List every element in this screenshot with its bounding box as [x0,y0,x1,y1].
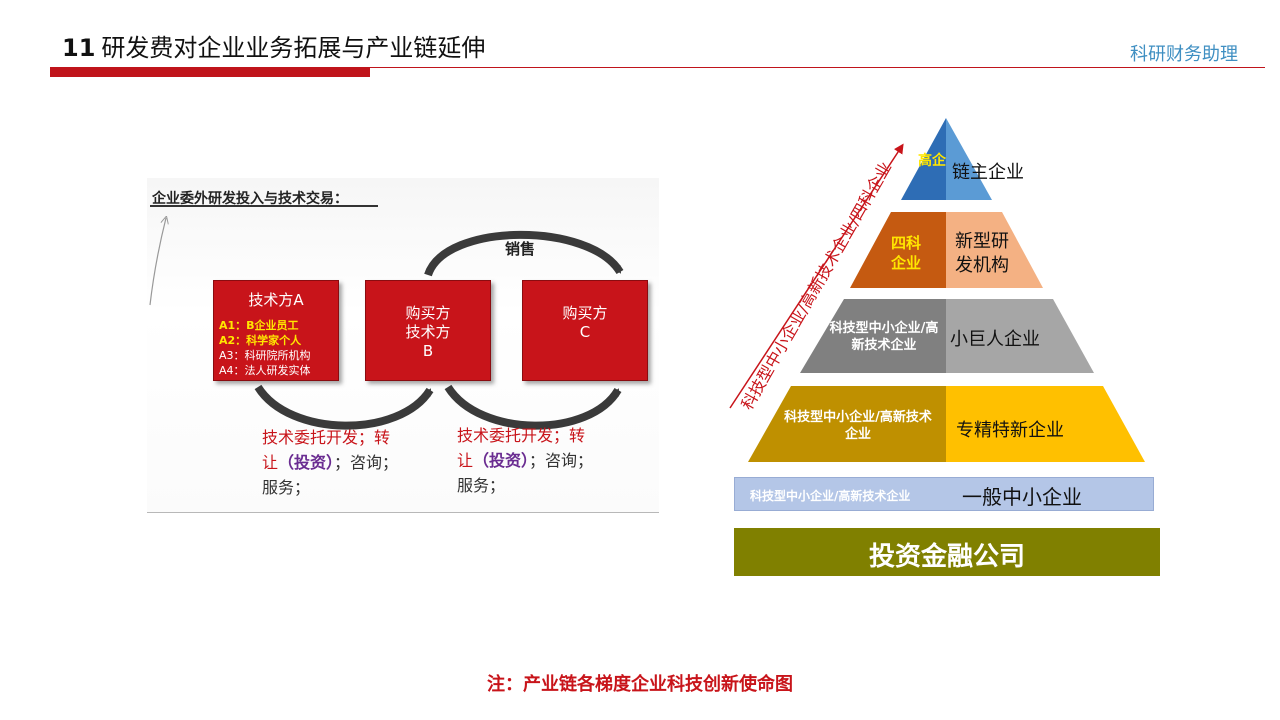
flow-line: 服务； [262,478,311,497]
buyer-c-line: 购买方 [562,304,608,322]
buyer-b-box: 购买方 技术方 B [365,280,491,381]
flow-line: 服务； [457,476,506,495]
base-tier-left-label: 科技型中小企业/高新技术企业 [750,489,911,503]
flow-line: 技术委托开发；转 [457,426,586,445]
tier-2-right-label: 新型研发机构 [955,231,1009,276]
technology-provider-title: 技术方A [248,291,304,309]
flow-fragment: ；咨询； [529,451,594,470]
header-accent-bar [50,67,370,77]
flow-fragment: 让 [457,451,474,470]
buyer-c-line: C [579,323,591,341]
tier-1-right-label: 链主企业 [952,162,1024,183]
flow-investment-fragment: （投资） [473,451,530,470]
provider-item: A1：B企业员工 [219,319,299,332]
investment-finance-label: 投资金融公司 [868,542,1025,572]
pyramid-base-tier [734,477,1154,511]
slide-title-text: 研发费对企业业务拓展与产业链延伸 [101,34,486,62]
provider-item: A3：科研院所机构 [219,349,311,362]
buyer-c-box: 购买方 C [522,280,648,381]
technology-provider-box: 技术方A A1：B企业员工 A2：科学家个人 A3：科研院所机构 A4：法人研发… [213,280,339,381]
tier-3-right-label: 小巨人企业 [950,329,1040,350]
tier-4-right-label: 专精特新企业 [956,420,1064,441]
technology-provider-list: A1：B企业员工 A2：科学家个人 A3：科研院所机构 A4：法人研发实体 [219,318,311,378]
buyer-b-line: 购买方 [405,304,451,322]
pyramid-tier-1-right [946,118,992,200]
brand-label: 科研财务助理 [1130,44,1238,65]
flow-description-b-to-c: 技术委托开发；转 让（投资）；咨询； 服务； [457,423,593,498]
header-divider [50,67,1265,68]
flow-fragment: ；咨询； [334,453,399,472]
slide-number: 11 [62,34,96,62]
provider-item: A4：法人研发实体 [219,364,311,377]
flow-line: 让（投资）；咨询； [457,448,593,473]
tier-4-left-label: 科技型中小企业/高新技术企业 [784,410,932,442]
flow-line: 让（投资）；咨询； [262,450,398,475]
tier-3-left-label: 科技型中小企业/高新技术企业 [829,321,939,353]
buyer-b-line: 技术方 [405,323,451,341]
tier-2-left-label: 四科企业 [890,234,921,272]
flow-investment-fragment: （投资） [278,453,335,472]
investment-finance-foundation: 投资金融公司 [734,528,1160,576]
diagram-bottom-rule [147,512,659,513]
base-tier-right-label: 一般中小企业 [962,485,1082,509]
buyer-b-line: B [422,342,434,360]
flow-line: 技术委托开发；转 [262,428,391,447]
diagonal-growth-label: 科技型中小企业/高新技术企业/四科企业 [737,158,896,413]
figure-footnote: 注：产业链各梯度企业科技创新使命图 [487,674,793,695]
tier-1-left-label: 高企 [918,153,946,169]
sales-label: 销售 [505,240,536,258]
diagram-caption: 企业委外研发投入与技术交易： [152,191,348,207]
flow-fragment: 让 [262,453,279,472]
caption-underline [150,205,378,207]
provider-item: A2：科学家个人 [219,334,302,347]
flow-description-a-to-b: 技术委托开发；转 让（投资）；咨询； 服务； [262,425,398,500]
